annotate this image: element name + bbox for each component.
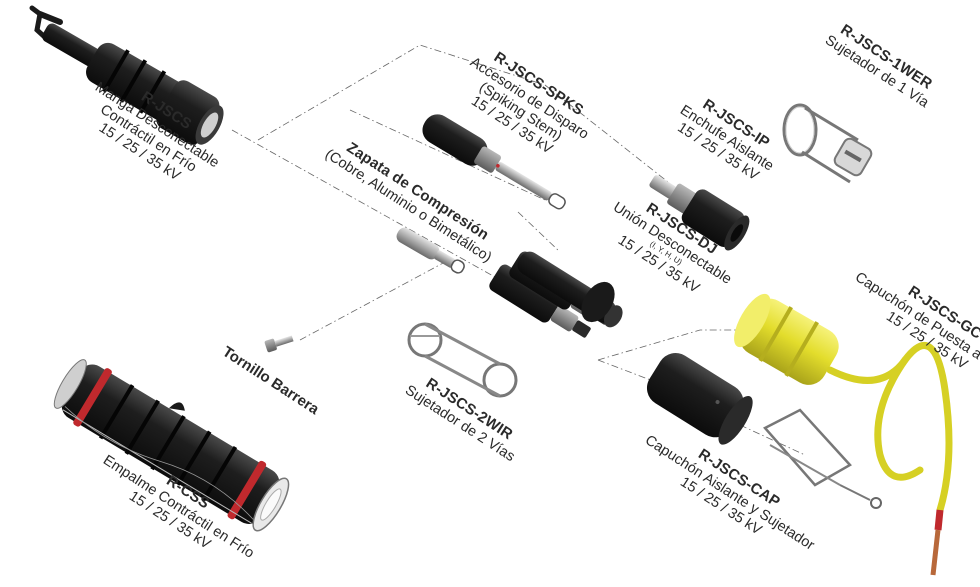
spks-spiking-stem-illustration <box>422 114 566 210</box>
tornillo-screw-illustration <box>264 335 294 353</box>
wer-retainer-illustration <box>782 103 873 184</box>
css-splice-illustration <box>53 359 290 532</box>
wir-retainer-illustration <box>407 322 518 398</box>
dj-junction-illustration <box>489 251 623 338</box>
zapata-lug-illustration <box>396 227 465 274</box>
cap-holder-bracket-illustration <box>763 408 882 509</box>
cap-insulating-cap-illustration <box>646 353 753 445</box>
gc-grounding-cap-illustration <box>734 293 953 576</box>
jscs-sleeve-illustration <box>29 5 224 145</box>
ip-insulating-plug-illustration <box>649 175 750 251</box>
